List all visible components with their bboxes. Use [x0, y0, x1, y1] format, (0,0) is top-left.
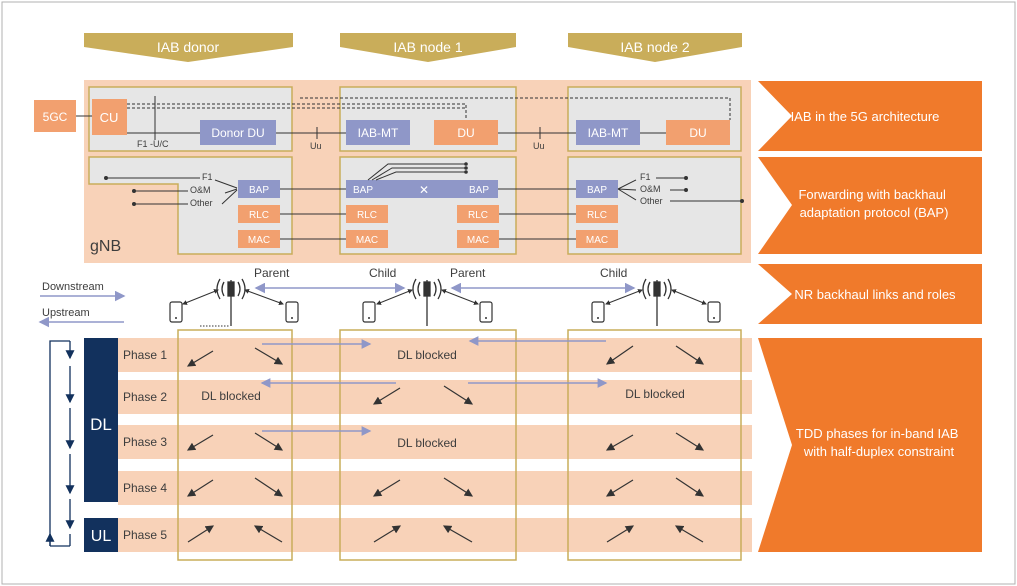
- node1-rlc-right-label: RLC: [468, 210, 488, 221]
- header-iab-donor: IAB donor: [84, 33, 293, 62]
- parent-label-2: Parent: [450, 266, 486, 280]
- phase-2-label: Phase 2: [123, 390, 167, 404]
- node2-du-label: DU: [689, 126, 706, 140]
- node1-rlc-right: [457, 205, 499, 223]
- phone-icon: [362, 301, 376, 323]
- child-label-2: Child: [600, 266, 627, 280]
- ul-label: UL: [91, 528, 112, 545]
- node1-rlc-left-label: RLC: [357, 210, 377, 221]
- side-label-links: NR backhaul links and roles: [758, 264, 982, 324]
- header-iab-node-1: IAB node 1: [340, 33, 516, 62]
- phone-icon: [591, 301, 605, 323]
- node1-bap-layer: [346, 180, 498, 198]
- antenna-icon-node1: [412, 278, 442, 326]
- node1-mac-left: [346, 230, 388, 248]
- uu-label-1: Uu: [310, 141, 322, 151]
- donor-mac-label: MAC: [248, 235, 270, 246]
- phase-3-dl-blocked: DL blocked: [397, 436, 457, 450]
- core-5gc-box: [34, 100, 76, 132]
- side-label-architecture-text: IAB in the 5G architecture: [791, 109, 940, 124]
- node1-du-box: [434, 120, 498, 145]
- header-iab-node-2: IAB node 2: [568, 33, 742, 62]
- donor-mac-layer: [238, 230, 280, 248]
- donor-f1-label: F1: [202, 172, 213, 182]
- side-label-architecture: IAB in the 5G architecture: [758, 81, 982, 151]
- donor-rlc-layer: [238, 205, 280, 223]
- header-iab-node-1-label: IAB node 1: [393, 39, 462, 55]
- dl-label: DL: [90, 415, 112, 434]
- node2-f1-label: F1: [640, 172, 651, 182]
- side-label-tdd-text: TDD phases for in-band IAB with half-dup…: [796, 426, 962, 459]
- side-label-links-text: NR backhaul links and roles: [794, 287, 956, 302]
- node2-bap-label: BAP: [587, 185, 607, 196]
- node2-mac-label: MAC: [586, 235, 608, 246]
- node1-iab-mt-box: [346, 120, 410, 145]
- dl-block: [84, 338, 118, 502]
- header-iab-node-2-label: IAB node 2: [620, 39, 689, 55]
- parent-label-1: Parent: [254, 266, 290, 280]
- donor-other-label: Other: [190, 198, 213, 208]
- node-columns: [177, 329, 742, 561]
- phone-icon: [707, 301, 721, 323]
- side-label-bap-text: Forwarding with backhaul adaptation prot…: [798, 187, 949, 220]
- node2-other-label: Other: [640, 196, 663, 206]
- donor-bap-label: BAP: [249, 185, 269, 196]
- node2-mac-layer: [576, 230, 618, 248]
- node2-iab-mt-label: IAB-MT: [588, 126, 629, 140]
- node1-mac-right: [457, 230, 499, 248]
- gnb-label: gNB: [90, 238, 121, 255]
- donor-rlc-label: RLC: [249, 210, 269, 221]
- node2-rlc-label: RLC: [587, 210, 607, 221]
- phase-1-dl-blocked: DL blocked: [397, 348, 457, 362]
- node1-mac-right-label: MAC: [467, 235, 489, 246]
- node2-oam-label: O&M: [640, 184, 661, 194]
- phase-5-label: Phase 5: [123, 528, 167, 542]
- donor-oam-label: O&M: [190, 185, 211, 195]
- donor-du-label: Donor DU: [211, 126, 264, 140]
- phone-icon: [285, 301, 299, 323]
- node1-du-label: DU: [457, 126, 474, 140]
- node2-bap-layer: [576, 180, 618, 198]
- antenna-icon-node2: [642, 278, 672, 326]
- ul-block: [84, 518, 118, 552]
- side-label-bap: Forwarding with backhaul adaptation prot…: [758, 157, 982, 254]
- phase-4-label: Phase 4: [123, 481, 167, 495]
- bap-routing-icon: ✕: [419, 183, 429, 197]
- donor-du-box: [200, 120, 276, 145]
- donor-bap-layer: [238, 180, 280, 198]
- node1-iab-mt-label: IAB-MT: [358, 126, 399, 140]
- phase-2-dl-blocked-node2: DL blocked: [625, 387, 685, 401]
- phase-stripes: [118, 338, 752, 552]
- upstream-label: Upstream: [42, 307, 90, 319]
- phase-2-dl-blocked-donor: DL blocked: [201, 389, 261, 403]
- phone-icon: [169, 301, 183, 323]
- core-5gc-label: 5GC: [43, 110, 68, 124]
- cu-label: CU: [100, 110, 119, 125]
- phase-1-label: Phase 1: [123, 348, 167, 362]
- node1-mac-left-label: MAC: [356, 235, 378, 246]
- node2-rlc-layer: [576, 205, 618, 223]
- node2-du-box: [666, 120, 730, 145]
- phase-3-label: Phase 3: [123, 435, 167, 449]
- side-label-tdd: TDD phases for in-band IAB with half-dup…: [758, 338, 982, 552]
- downstream-label: Downstream: [42, 281, 104, 293]
- child-label-1: Child: [369, 266, 396, 280]
- cu-box: [92, 99, 127, 135]
- node1-rlc-left: [346, 205, 388, 223]
- uu-label-2: Uu: [533, 141, 545, 151]
- f1-uc-label: F1 -U/C: [137, 139, 169, 149]
- antenna-icon-donor: [216, 278, 246, 326]
- phone-icon: [479, 301, 493, 323]
- node1-bap-label-right: BAP: [469, 185, 489, 196]
- header-iab-donor-label: IAB donor: [157, 39, 220, 55]
- node1-bap-label-left: BAP: [353, 185, 373, 196]
- node2-iab-mt-box: [576, 120, 640, 145]
